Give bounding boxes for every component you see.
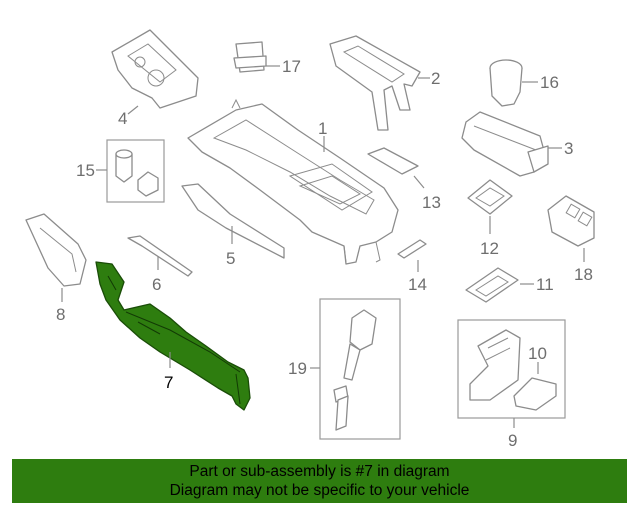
banner-line-1: Part or sub-assembly is #7 in diagram [189,463,450,480]
callout-9: 9 [508,431,517,450]
part-7-shape [95,261,251,411]
part-15-group [96,139,165,203]
callout-18: 18 [574,265,593,284]
callout-1: 1 [318,119,327,138]
callout-16: 16 [540,73,559,92]
part-17-switch [233,41,280,73]
vehicle-fit-banner: Part or sub-assembly is #7 in diagram Di… [12,459,627,503]
callout-11: 11 [536,275,554,294]
callout-17: 17 [282,57,301,76]
callout-10: 10 [528,344,547,363]
callout-8: 8 [56,305,65,324]
callout-19: 19 [288,359,307,378]
part-6-molding [127,235,193,277]
part-16-cup-holder [489,59,538,107]
callout-15: 15 [76,161,95,180]
callout-5: 5 [226,249,235,268]
part-9-group [457,319,566,428]
part-19-group [310,298,401,440]
part-5-trim [181,183,285,259]
part-8-panel [25,213,87,302]
part-7-trim-panel [95,261,251,411]
part-1-console [187,98,399,265]
callout-4: 4 [118,109,127,128]
part-18-switch [547,195,595,262]
callout-12: 12 [480,239,499,258]
callout-7: 7 [164,373,173,392]
callout-6: 6 [152,275,161,294]
part-11-bezel [465,267,534,303]
part-4-shifter-bezel [111,29,199,115]
part-3-armrest [461,111,562,177]
part-13-mat [367,147,425,189]
part-12-insert [467,179,513,234]
callout-3: 3 [564,139,573,158]
part-2-bracket [329,35,430,131]
callout-2: 2 [431,69,440,88]
part-14-clip [397,239,427,272]
callout-14: 14 [408,275,427,294]
parts-diagram: 1 2 3 4 5 6 7 8 9 10 11 12 13 14 15 16 1… [25,29,595,450]
banner-line-2: Diagram may not be specific to your vehi… [169,482,470,499]
callout-13: 13 [422,193,441,212]
